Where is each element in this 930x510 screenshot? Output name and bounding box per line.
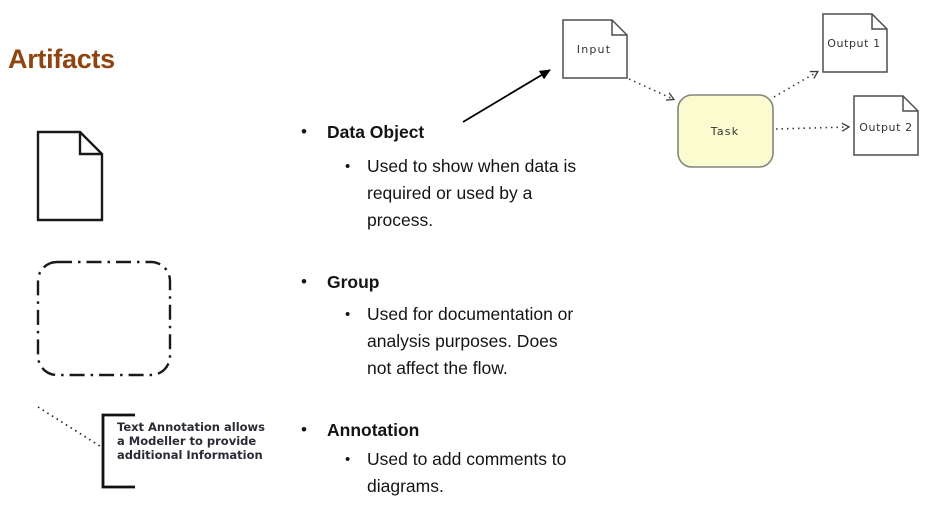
bullet-icon: •	[345, 451, 351, 468]
bullet-icon: •	[301, 272, 307, 291]
connector-task-output2	[775, 122, 851, 132]
section-title-annotation: Annotation	[327, 420, 420, 440]
task-node: Task	[677, 94, 774, 168]
annotation-note: Text Annotation allows a Modeller to pro…	[117, 420, 265, 462]
data-object-outline	[36, 130, 104, 222]
output1-node: Output 1	[822, 13, 888, 73]
output1-doc-fold	[871, 14, 887, 30]
output2-label: Output 2	[859, 121, 913, 134]
task-outline	[677, 94, 774, 168]
annotation-bracket	[101, 413, 135, 489]
section-body-group: Used for documentation or analysis purpo…	[367, 301, 573, 382]
input-label: Input	[577, 43, 611, 56]
section-title-data-object: Data Object	[327, 122, 425, 142]
annotation-association-line	[37, 406, 104, 449]
page-title: Artifacts	[8, 44, 115, 74]
annotation-note-line: additional Information	[117, 448, 263, 462]
body-line: analysis purposes. Does	[367, 331, 558, 351]
body-line: Used for documentation or	[367, 304, 574, 324]
body-line: Used to show when data is	[367, 156, 577, 176]
annotation-symbol	[37, 406, 135, 489]
input-doc-fold	[611, 20, 627, 36]
connector-task-output1	[773, 70, 819, 98]
connector-input-task	[628, 78, 676, 101]
body-line: Used to add comments to	[367, 449, 567, 469]
output2-doc-fold	[902, 96, 918, 112]
output2-node: Output 2	[853, 95, 919, 156]
input-node: Input	[562, 19, 628, 79]
section-body-data-object: Used to show when data is required or us…	[367, 153, 576, 234]
annotation-note-line: a Modeller to provide	[117, 434, 257, 448]
bullet-icon: •	[345, 306, 351, 323]
body-line: not affect the flow.	[367, 358, 508, 378]
pointer-arrow	[462, 69, 551, 123]
bullet-icon: •	[301, 122, 307, 141]
body-line: required or used by a	[367, 183, 533, 203]
bpmn-example-diagram: Input Task Output 1 Output 2	[462, 13, 919, 168]
output2-doc-outline	[853, 95, 919, 156]
task-label: Task	[710, 125, 740, 138]
data-object-fold	[78, 132, 102, 156]
group-outline	[36, 260, 172, 377]
body-line: diagrams.	[367, 476, 444, 496]
output1-doc-outline	[822, 13, 888, 73]
section-body-annotation: Used to add comments to diagrams.	[367, 446, 566, 500]
input-doc-outline	[562, 19, 628, 79]
data-object-symbol	[36, 130, 104, 222]
section-title-group: Group	[327, 272, 380, 292]
body-line: process.	[367, 210, 434, 230]
group-symbol	[36, 260, 172, 377]
output1-label: Output 1	[827, 37, 881, 50]
bullet-icon: •	[301, 420, 307, 439]
annotation-note-line: Text Annotation allows	[117, 420, 266, 434]
bullet-icon: •	[345, 158, 351, 175]
